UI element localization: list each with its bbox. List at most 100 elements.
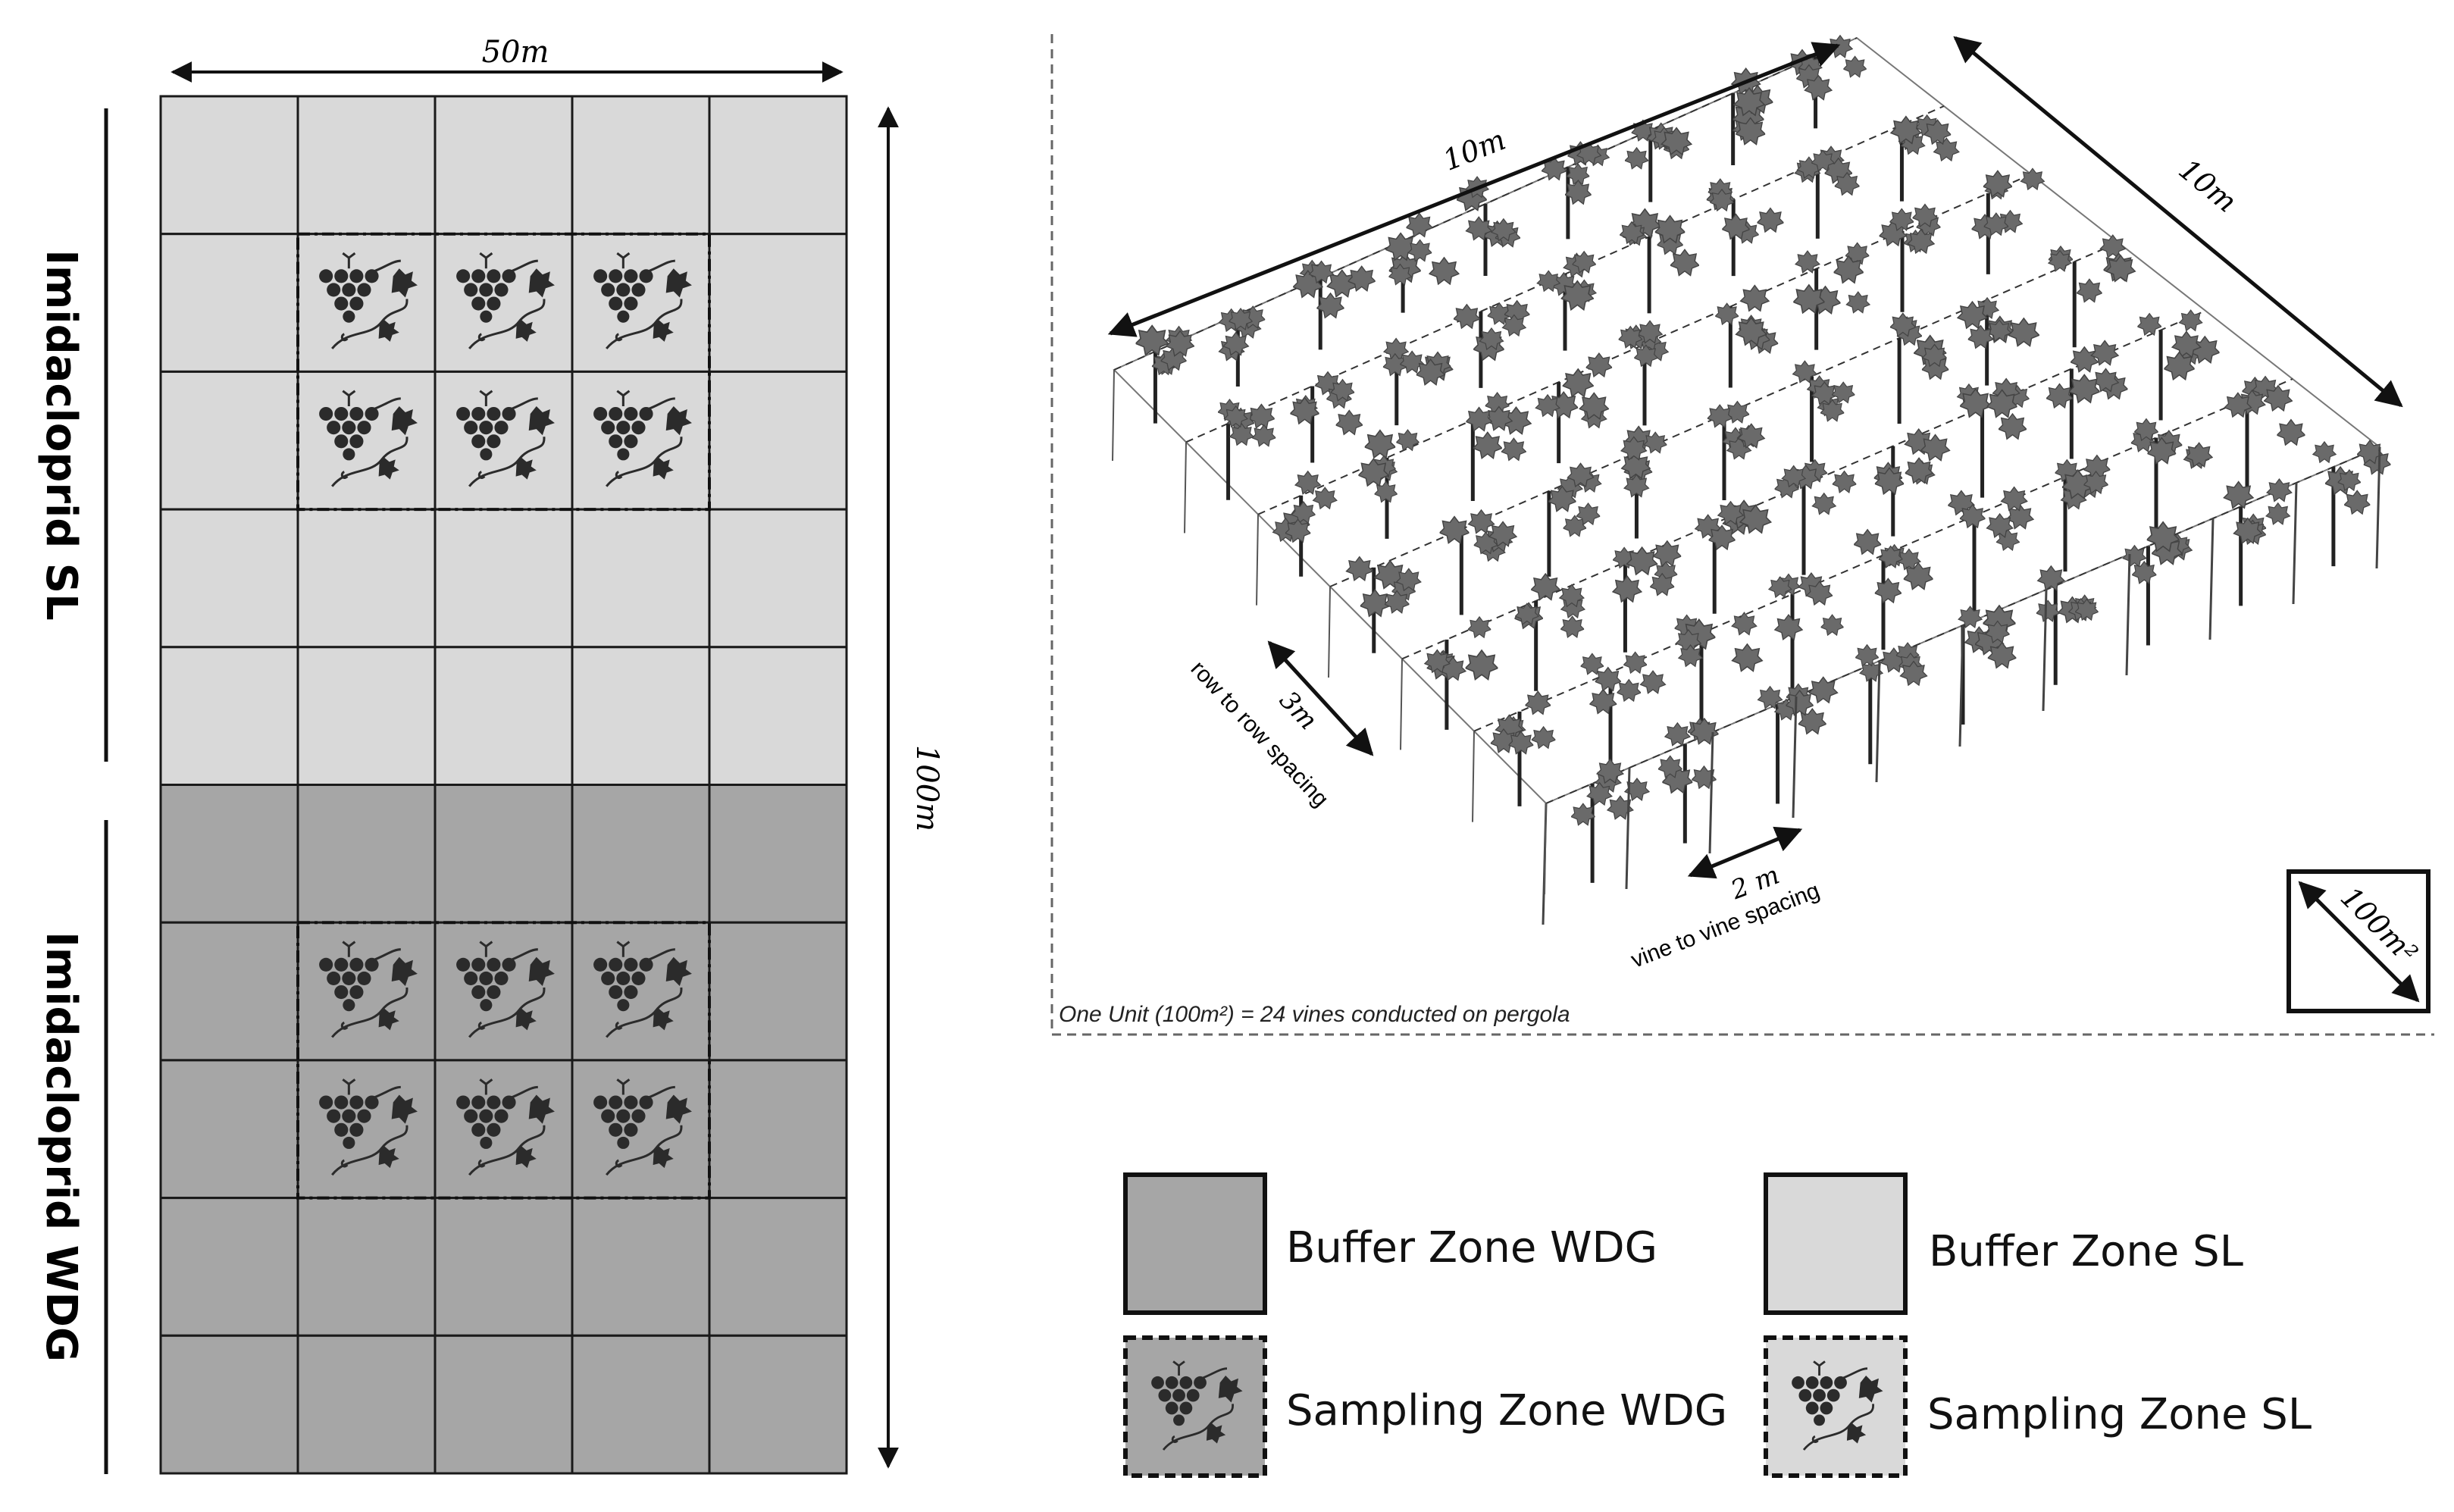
pergola-edge-stem: [2208, 518, 2215, 640]
pergola-vine-icon: [1811, 493, 1836, 515]
pergola-vine-icon: [1739, 284, 1770, 312]
plot-cell: [571, 508, 711, 649]
pergola-vine-icon: [1429, 257, 1460, 285]
pergola-vine-icon: [1589, 688, 1617, 715]
plot-cell: [159, 921, 299, 1062]
plot-cell: [434, 95, 574, 236]
pergola-vine-icon: [1364, 429, 1396, 459]
plot-cell: [708, 921, 848, 1062]
plot-cell: [708, 784, 848, 924]
pergola-vine-icon: [1501, 437, 1526, 462]
pergola-edge-stem: [1328, 586, 1331, 678]
unit-note: One Unit (100m²) = 24 vines conducted on…: [1059, 1002, 1570, 1027]
pergola-vine-icon: [1933, 137, 1960, 161]
plot-cell: [296, 646, 437, 786]
plot-cell: [708, 370, 848, 511]
pergola-vine-icon: [2312, 441, 2337, 464]
pergola-vine-icon: [1654, 214, 1686, 243]
plot-cell: [708, 1334, 848, 1475]
treatment-wdg-label: Imidacloprid WDG: [36, 931, 86, 1362]
pergola-width-label: 10m: [2173, 152, 2243, 219]
width-label: 50m: [482, 35, 549, 70]
pergola-edge-stem: [2292, 482, 2298, 605]
pergola-vine-icon: [1731, 612, 1758, 636]
pergola-vine-icon: [1467, 616, 1491, 639]
plot-cell: [708, 1197, 848, 1337]
pergola-vine-icon: [1312, 487, 1338, 510]
vine-spacing-caption: vine to vine spacing: [1628, 878, 1823, 973]
pergola-vine-icon: [1624, 147, 1649, 170]
pergola-vine-icon: [1580, 653, 1604, 675]
pergola-length-label: 10m: [1438, 123, 1510, 177]
plot-cell: [159, 233, 299, 373]
plot-cell: [571, 95, 711, 236]
sampling-zone-wdg: [296, 921, 711, 1200]
pergola-vine-icon: [2000, 486, 2028, 512]
pergola-vine-icon: [1453, 303, 1480, 329]
pergola-edge-stem: [1625, 767, 1631, 890]
pergola-vine-icon: [1465, 650, 1498, 681]
treatment-sl: Imidacloprid SL: [36, 108, 108, 762]
plot-cell: [434, 1059, 574, 1200]
pergola-edge-stem: [1472, 731, 1475, 822]
pergola-vine-icon: [1820, 614, 1844, 636]
plot-cell: [571, 233, 711, 373]
pergola-vine-icon: [2185, 442, 2213, 468]
sampling-zone-sl: [296, 232, 711, 512]
pergola-vine-icon: [2265, 502, 2291, 525]
plot-cell: [434, 1197, 574, 1337]
plot-cell: [571, 921, 711, 1062]
legend-item-buffer-wdg: Buffer Zone WDG: [1123, 1172, 1657, 1315]
pergola-vine-icon: [2132, 561, 2157, 584]
plot-cell: [571, 784, 711, 924]
plot-cell: [296, 508, 437, 649]
plot-cell: [159, 646, 299, 786]
pergola-vine-icon: [2099, 234, 2126, 258]
pergola-vine-icon: [1560, 615, 1585, 638]
treatment-wdg: Imidacloprid WDG: [36, 820, 108, 1474]
pergola-vine-icon: [1905, 457, 1933, 484]
pergola-vine-icon: [1612, 575, 1642, 603]
plot-cell: [159, 1334, 299, 1475]
pergola-vine-icon: [1832, 470, 1857, 493]
pergola-edge-stem: [1958, 625, 1964, 747]
pergola-edge-stem: [1875, 660, 1881, 783]
plot-grid: [159, 95, 848, 1475]
pergola-vine-icon: [1998, 413, 2027, 440]
pergola-vine-icon: [1983, 170, 2012, 198]
pergola-vine-icon: [1562, 368, 1594, 398]
plot-cell: [708, 95, 848, 236]
pergola-vine-icon: [1294, 471, 1322, 495]
height-label: 100m: [909, 745, 944, 831]
plot-cell: [571, 1334, 711, 1475]
plot-cell: [571, 1059, 711, 1200]
pergola-vine-icon: [1531, 573, 1560, 601]
pergola-vine-icon: [1396, 429, 1420, 451]
plot-cell: [296, 95, 437, 236]
plot-cell: [296, 1334, 437, 1475]
plot-cell: [296, 370, 437, 511]
pergola-vine-icon: [2071, 346, 2099, 373]
pergola-vine-icon: [1653, 540, 1682, 567]
pergola-vine-icon: [1958, 606, 1983, 628]
pergola-vine-icon: [1845, 291, 1870, 314]
plot-cell: [296, 233, 437, 373]
pergola-vine-icon: [2077, 278, 2102, 303]
plot-cell: [708, 508, 848, 649]
pergola-vine-icon: [1595, 666, 1621, 692]
pergola-vine-icon: [1473, 431, 1502, 459]
legend-item-sampling-sl: Sampling Zone SL: [1764, 1335, 2312, 1478]
plot-cell: [708, 1059, 848, 1200]
legend-item-sampling-wdg: Sampling Zone WDG: [1123, 1335, 1727, 1478]
legend-buffer-wdg-label: Buffer Zone WDG: [1286, 1223, 1657, 1273]
plot-cell: [159, 508, 299, 649]
plot-cell: [296, 784, 437, 924]
pergola-vine-icon: [1531, 726, 1556, 749]
legend-sampling-sl-label: Sampling Zone SL: [1927, 1390, 2312, 1439]
legend: Buffer Zone WDG Buffer Zone SL Sampling …: [1123, 1172, 2312, 1478]
plot-cell: [434, 233, 574, 373]
pergola-edge-stem: [1708, 731, 1714, 854]
pergola-edge-stem: [1256, 514, 1259, 606]
pergola-vine-icon: [1439, 515, 1470, 544]
